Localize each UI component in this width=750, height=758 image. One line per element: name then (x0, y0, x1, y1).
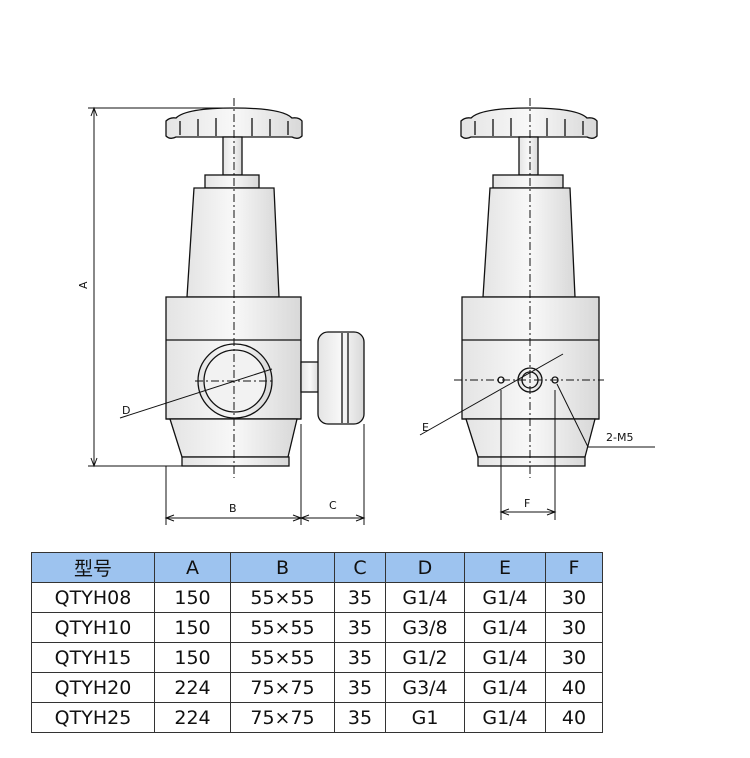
front-base (181, 456, 290, 467)
cell-f: 40 (545, 672, 603, 703)
side-nut (492, 174, 564, 189)
cell-b: 55×55 (230, 582, 335, 613)
cell-d: G1 (385, 702, 465, 733)
leader-e (419, 353, 564, 436)
label-f: F (524, 497, 530, 510)
cell-e: G1/4 (464, 642, 546, 673)
gauge-neck (300, 361, 320, 393)
front-stem (222, 136, 243, 176)
header-f: F (545, 552, 603, 583)
label-b: B (229, 502, 237, 515)
side-bonnet (482, 187, 576, 298)
cell-e: G1/4 (464, 612, 546, 643)
cell-e: G1/4 (464, 702, 546, 733)
valve-drawing: D A B C (77, 98, 655, 525)
leader-2m5 (556, 383, 655, 448)
cell-a: 150 (154, 612, 231, 643)
table-row: QTYH15 150 55×55 35 G1/2 G1/4 30 (31, 642, 603, 673)
cell-c: 35 (334, 702, 386, 733)
label-e: E (422, 421, 429, 434)
cell-b: 55×55 (230, 642, 335, 673)
dimension-f (499, 390, 557, 520)
cell-model: QTYH10 (31, 612, 155, 643)
front-nut (204, 174, 260, 189)
gauge-body (317, 331, 365, 425)
leader-d (119, 368, 273, 419)
table-header-row: 型号 A B C D E F (31, 552, 603, 583)
cell-b: 75×75 (230, 672, 335, 703)
cell-f: 30 (545, 582, 603, 613)
label-a: A (77, 281, 90, 289)
cell-c: 35 (334, 612, 386, 643)
dimension-bc (164, 424, 366, 525)
cell-e: G1/4 (464, 672, 546, 703)
cell-a: 150 (154, 582, 231, 613)
cell-model: QTYH08 (31, 582, 155, 613)
cell-f: 30 (545, 642, 603, 673)
header-b: B (230, 552, 335, 583)
cell-c: 35 (334, 672, 386, 703)
front-handwheel (165, 107, 303, 139)
cell-a: 224 (154, 702, 231, 733)
table-row: QTYH08 150 55×55 35 G1/4 G1/4 30 (31, 582, 603, 613)
front-view (165, 107, 365, 467)
cell-d: G1/2 (385, 642, 465, 673)
cell-a: 224 (154, 672, 231, 703)
cell-c: 35 (334, 582, 386, 613)
cell-d: G1/4 (385, 582, 465, 613)
spec-table: 型号 A B C D E F QTYH08 150 55×55 35 G1/4 … (31, 552, 603, 733)
cell-e: G1/4 (464, 582, 546, 613)
header-d: D (385, 552, 465, 583)
cell-b: 55×55 (230, 612, 335, 643)
side-base (477, 456, 586, 467)
front-bonnet (186, 187, 280, 298)
cell-d: G3/4 (385, 672, 465, 703)
cell-model: QTYH15 (31, 642, 155, 673)
header-c: C (334, 552, 386, 583)
cell-model: QTYH25 (31, 702, 155, 733)
side-centerlines (454, 98, 604, 478)
side-stem (518, 136, 539, 176)
cell-model: QTYH20 (31, 672, 155, 703)
cell-a: 150 (154, 642, 231, 673)
header-e: E (464, 552, 546, 583)
cell-c: 35 (334, 642, 386, 673)
table-row: QTYH20 224 75×75 35 G3/4 G1/4 40 (31, 672, 603, 703)
header-a: A (154, 552, 231, 583)
label-c: C (329, 499, 337, 512)
label-2m5: 2-M5 (606, 431, 633, 444)
table-row: QTYH25 224 75×75 35 G1 G1/4 40 (31, 702, 603, 733)
cell-b: 75×75 (230, 702, 335, 733)
cell-f: 40 (545, 702, 603, 733)
cell-d: G3/8 (385, 612, 465, 643)
header-model: 型号 (31, 552, 155, 583)
cell-f: 30 (545, 612, 603, 643)
label-d: D (122, 404, 130, 417)
table-row: QTYH10 150 55×55 35 G3/8 G1/4 30 (31, 612, 603, 643)
side-handwheel (460, 107, 598, 139)
